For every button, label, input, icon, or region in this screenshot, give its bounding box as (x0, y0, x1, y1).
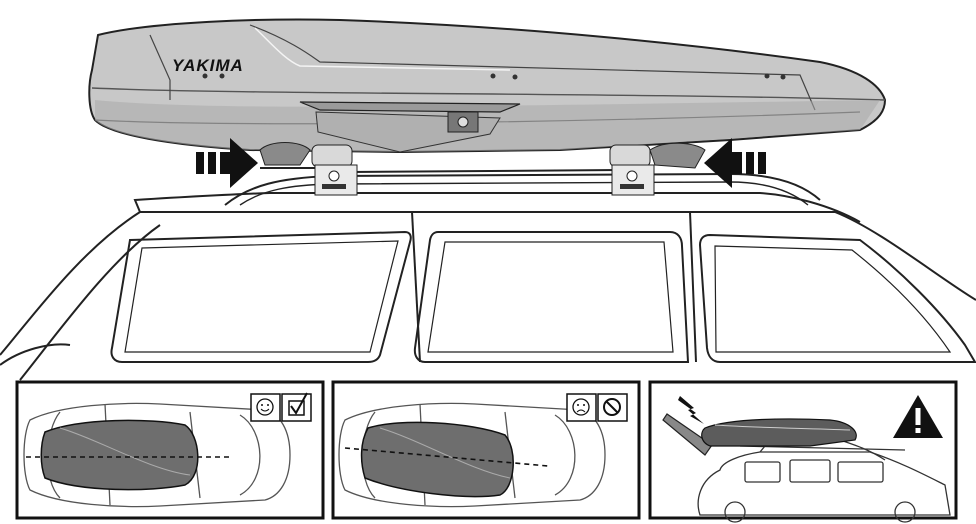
panel-hatch-warning (648, 380, 958, 523)
clamp-rear (609, 142, 706, 196)
roof-box-top-view (360, 421, 514, 498)
smiley-face-icon (250, 393, 281, 422)
warning-triangle-icon (893, 395, 943, 438)
rear-window (698, 233, 976, 363)
roof-box-side-view (701, 418, 857, 447)
panel-correct-alignment (15, 380, 325, 520)
prohibited-icon (597, 393, 628, 422)
car-body (0, 192, 976, 381)
skewed-line (344, 447, 549, 467)
open-hatch (662, 413, 713, 456)
clamp-front (259, 142, 358, 196)
brand-logo: YAKIMA (172, 56, 244, 75)
roof-box: YAKIMA (88, 18, 887, 154)
front-window (110, 230, 412, 363)
roof-box-top-view (40, 419, 199, 491)
checkbox-check-icon (281, 392, 312, 422)
sad-face-icon (566, 393, 597, 422)
middle-window (413, 231, 690, 363)
push-arrow-left-icon (704, 138, 766, 188)
lightning-impact-icon (678, 396, 704, 424)
panel-incorrect-alignment (331, 380, 641, 520)
roof-box-handle (299, 101, 521, 113)
push-arrow-right-icon (196, 138, 258, 188)
mounting-clamps (259, 142, 706, 196)
